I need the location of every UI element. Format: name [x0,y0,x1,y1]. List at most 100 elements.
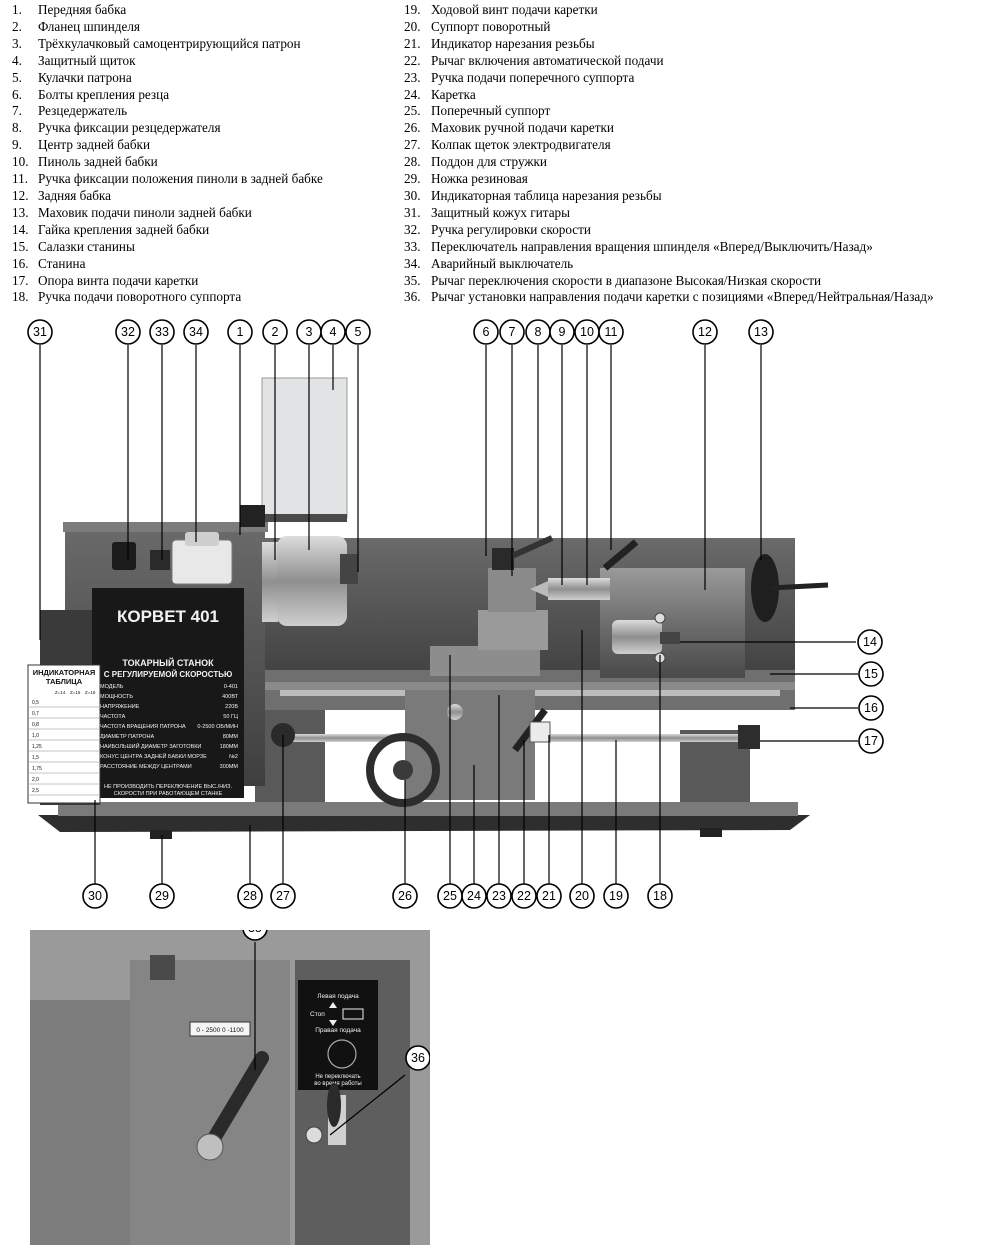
legend-number: 12. [12,187,29,203]
legend-text: Ходовой винт подачи каретки [431,2,598,17]
plate-spec-value: 300ММ [220,764,239,770]
plate-spec-label: КОНУС ЦЕНТРА ЗАДНЕЙ БАБКИ МОРЗЕ [100,752,207,760]
callout-7: 7 [499,319,525,345]
cross-slide [430,646,540,676]
legend_right-item: 23.Ручка подачи поперечного суппорта [404,70,934,87]
svg-text:15: 15 [864,667,878,681]
chip-tray-rim [58,802,798,816]
speed-knob [112,542,136,570]
feed-direction-lever [327,1083,341,1127]
indicator-row-pitch: 0,7 [32,711,39,717]
feed-warning-2: во время работы [314,1081,361,1087]
legend-number: 35. [404,272,421,288]
legend-text: Рычаг переключения скорости в диапазоне … [431,272,822,288]
legend_left-item: 16. Станина [12,256,323,273]
legend-text: Индикаторная таблица нарезания резьбы [431,187,662,203]
svg-text:27: 27 [276,889,290,903]
plate-spec-value: 220В [225,704,238,710]
lead-screw-support [738,725,760,749]
chuck-jaws [340,554,358,584]
plate-spec-value: 80ММ [223,734,239,740]
legend-text: Поддон для стружки [431,154,547,170]
feed-dial-icon [327,1039,357,1069]
feed-lever-knob [305,1126,323,1144]
legend-number: 16. [12,255,29,271]
callout-14: 14 [857,629,883,655]
svg-text:23: 23 [492,889,506,903]
legend_right-item: 34.Аварийный выключатель [404,256,934,273]
legend_left-item: 7.Резцедержатель [12,103,323,120]
svg-text:4: 4 [330,325,337,339]
legend-text: Маховик ручной подачи каретки [431,120,614,136]
legend_left-item: 17.Опора винта подачи каретки [12,273,323,290]
headstock-top [63,522,268,532]
svg-text:11: 11 [605,325,618,339]
legend-text: Салазки станины [38,238,135,254]
feed-direction-plate [298,980,378,1090]
legend-number: 21. [404,35,421,51]
svg-text:32: 32 [121,325,135,339]
indicator-table-title-2: ТАБЛИЦА [46,677,83,686]
legend_left-item: 10.Пиноль задней бабки [12,154,323,171]
legend_left-item: 13.Маховик подачи пиноли задней бабки [12,205,323,222]
indicator-table-title-1: ИНДИКАТОРНАЯ [33,668,96,677]
feed-down-arrow-icon [329,1020,337,1026]
legend_left-item: 6.Болты крепления резца [12,87,323,104]
chip-tray [38,815,810,832]
direction-switch [150,550,170,570]
callout-6: 6 [473,319,499,345]
legend-number: 4. [12,52,22,68]
callout-10: 10 [574,319,600,345]
legend-text: Станина [38,255,86,271]
legend_right-item: 22.Рычаг включения автоматической подачи [404,53,934,70]
machine-plate [92,588,244,798]
svg-text:12: 12 [698,325,712,339]
legend_right-item: 21.Индикатор нарезания резьбы [404,36,934,53]
legend-text: Гайка крепления задней бабки [38,221,210,237]
legend-number: 25. [404,103,421,119]
svg-text:6: 6 [483,325,490,339]
legend_left-item: 9.Центр задней бабки [12,137,323,154]
svg-text:21: 21 [542,889,556,903]
callout-23: 23 [486,883,512,909]
legend_right-item: 24.Каретка [404,87,934,104]
indicator-row-pitch: 1,5 [32,755,39,761]
tool-post-bolts [492,548,514,570]
plate-spec-label: НАИБОЛЬШИЙ ДИАМЕТР ЗАГОТОВКИ [100,742,201,750]
legend-number: 8. [12,120,22,136]
svg-text:13: 13 [754,325,768,339]
svg-text:36: 36 [411,1051,425,1065]
detail-bracket [150,955,175,980]
compound-handle-ball-1 [654,612,666,624]
legend_left-item: 5.Кулачки патрона [12,70,323,87]
callout-9: 9 [549,319,575,345]
legend-number: 22. [404,52,421,68]
detail-left-housing [30,1000,130,1245]
plate-spec-label: ЧАСТОТА ВРАЩЕНИЯ ПАТРОНА [100,724,186,730]
callout-26: 26 [392,883,418,909]
svg-text:17: 17 [864,734,878,748]
svg-text:34: 34 [189,325,203,339]
callout-13: 13 [748,319,774,345]
callout-22: 22 [511,883,537,909]
carriage-handwheel-hub [393,760,413,780]
plate-spec-label: РАССТОЯНИЕ МЕЖДУ ЦЕНТРАМИ [100,764,192,770]
speed-lever-base [196,1133,224,1161]
svg-text:9: 9 [559,325,566,339]
compound-rest [478,610,548,650]
legend-text: Маховик подачи пиноли задней бабки [38,204,252,220]
callout-3: 3 [296,319,322,345]
legend-number: 18. [12,289,29,305]
tailstock-nut [660,632,680,644]
svg-text:8: 8 [535,325,542,339]
tailstock-quill [548,578,610,600]
plate-spec-value: 50 ГЦ [223,714,238,720]
legend_left-item: 12.Задняя бабка [12,188,323,205]
spindle-flange [262,542,278,622]
feed-warning-1: Не переключать [315,1074,360,1080]
plate-spec-value: №2 [229,754,238,760]
tool-post-handle [510,535,554,559]
callout-29: 29 [149,883,175,909]
